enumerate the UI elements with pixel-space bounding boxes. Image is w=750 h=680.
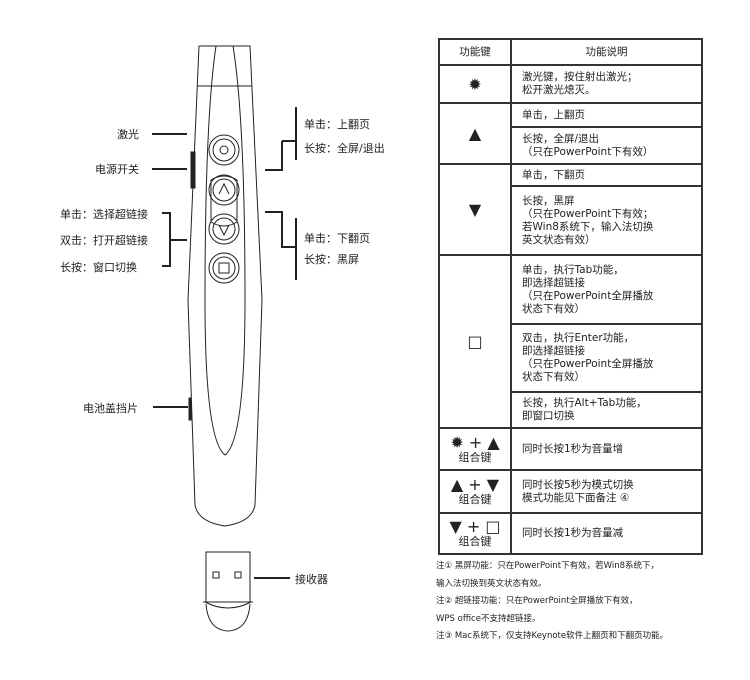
up-long-desc: 长按，全屏/退出 （只在PowerPoint下有效） (510, 126, 703, 165)
power-label: 电源开关 (95, 163, 139, 176)
presenter-body (187, 45, 263, 527)
down-triangle-icon: ▼ (438, 163, 512, 256)
page-down-click-label: 单击：下翻页 (304, 232, 370, 245)
page-down-button[interactable] (208, 213, 240, 245)
down-click-desc: 单击，下翻页 (510, 163, 703, 187)
up-triangle-icon: ▲ (438, 102, 512, 165)
square-button[interactable] (208, 252, 240, 284)
down-long-desc: 长按，黑屏 （只在PowerPoint下有效； 若Win8系统下，输入法切换 英… (510, 185, 703, 256)
function-table: 功能键功能说明 ✹激光键，按住射出激光； 松开激光熄灭。 ▲单击，上翻页 长按，… (438, 38, 703, 555)
note-line: 注② 超链接功能：只在PowerPoint全屏播放下有效， (436, 596, 638, 606)
square-icon: □ (438, 254, 512, 429)
battery-label: 电池盖挡片 (83, 402, 138, 415)
down-plus-square-icon: ▼ + □ (449, 517, 501, 536)
double-click-label: 双击：打开超链接 (60, 234, 148, 247)
receiver-label: 接收器 (295, 573, 328, 586)
square-double-desc: 双击，执行Enter功能， 即选择超链接 （只在PowerPoint全屏播放 状… (510, 323, 703, 393)
square-long-desc: 长按，执行Alt+Tab功能， 即窗口切换 (510, 391, 703, 429)
note-line: 输入法切换到英文状态有效。 (436, 578, 547, 589)
page-up-click-label: 单击：上翻页 (304, 118, 370, 131)
header-key: 功能键 (438, 38, 512, 66)
combo3-desc: 同时长按1秒为音量减 (510, 512, 703, 555)
up-plus-down-icon: ▲ + ▼ (450, 475, 500, 494)
note-line: 注① 黑屏功能：只在PowerPoint下有效，若Win8系统下， (436, 561, 660, 571)
laser-label: 激光 (117, 128, 139, 141)
combo-label: 组合键 (458, 535, 492, 548)
laser-button[interactable] (208, 134, 240, 166)
long-press-window-label: 长按：窗口切换 (60, 261, 137, 274)
battery-tab (188, 397, 192, 421)
footnotes: 注① 黑屏功能：只在PowerPoint下有效，若Win8系统下， 输入法切换到… (436, 558, 668, 646)
combo-label: 组合键 (458, 450, 492, 464)
square-click-desc: 单击，执行Tab功能， 即选择超链接 （只在PowerPoint全屏播放 状态下… (510, 254, 703, 325)
page-down-long-label: 长按：黑屏 (304, 253, 359, 266)
laser-plus-up-icon: ✹ + ▲ (450, 432, 500, 452)
usb-receiver (203, 551, 253, 632)
page-up-button[interactable] (208, 174, 240, 206)
page-up-long-label: 长按：全屏/退出 (304, 142, 385, 155)
laser-desc: 激光键，按住射出激光； 松开激光熄灭。 (510, 64, 703, 104)
header-desc: 功能说明 (510, 38, 703, 66)
combo-label: 组合键 (458, 493, 492, 506)
note-line: WPS office不支持超链接。 (436, 613, 541, 624)
power-switch[interactable] (190, 151, 196, 189)
callout-lines (152, 107, 297, 579)
combo1-desc: 同时长按1秒为音量增 (510, 427, 703, 471)
combo2-desc: 同时长按5秒为模式切换 模式功能见下面备注 ④ (510, 469, 703, 514)
up-click-desc: 单击，上翻页 (510, 102, 703, 128)
click-hyperlink-label: 单击：选择超链接 (60, 208, 148, 221)
laser-icon: ✹ (438, 64, 512, 104)
note-line: 注③ Mac系统下，仅支持Keynote软件上翻页和下翻页功能。 (436, 631, 669, 641)
